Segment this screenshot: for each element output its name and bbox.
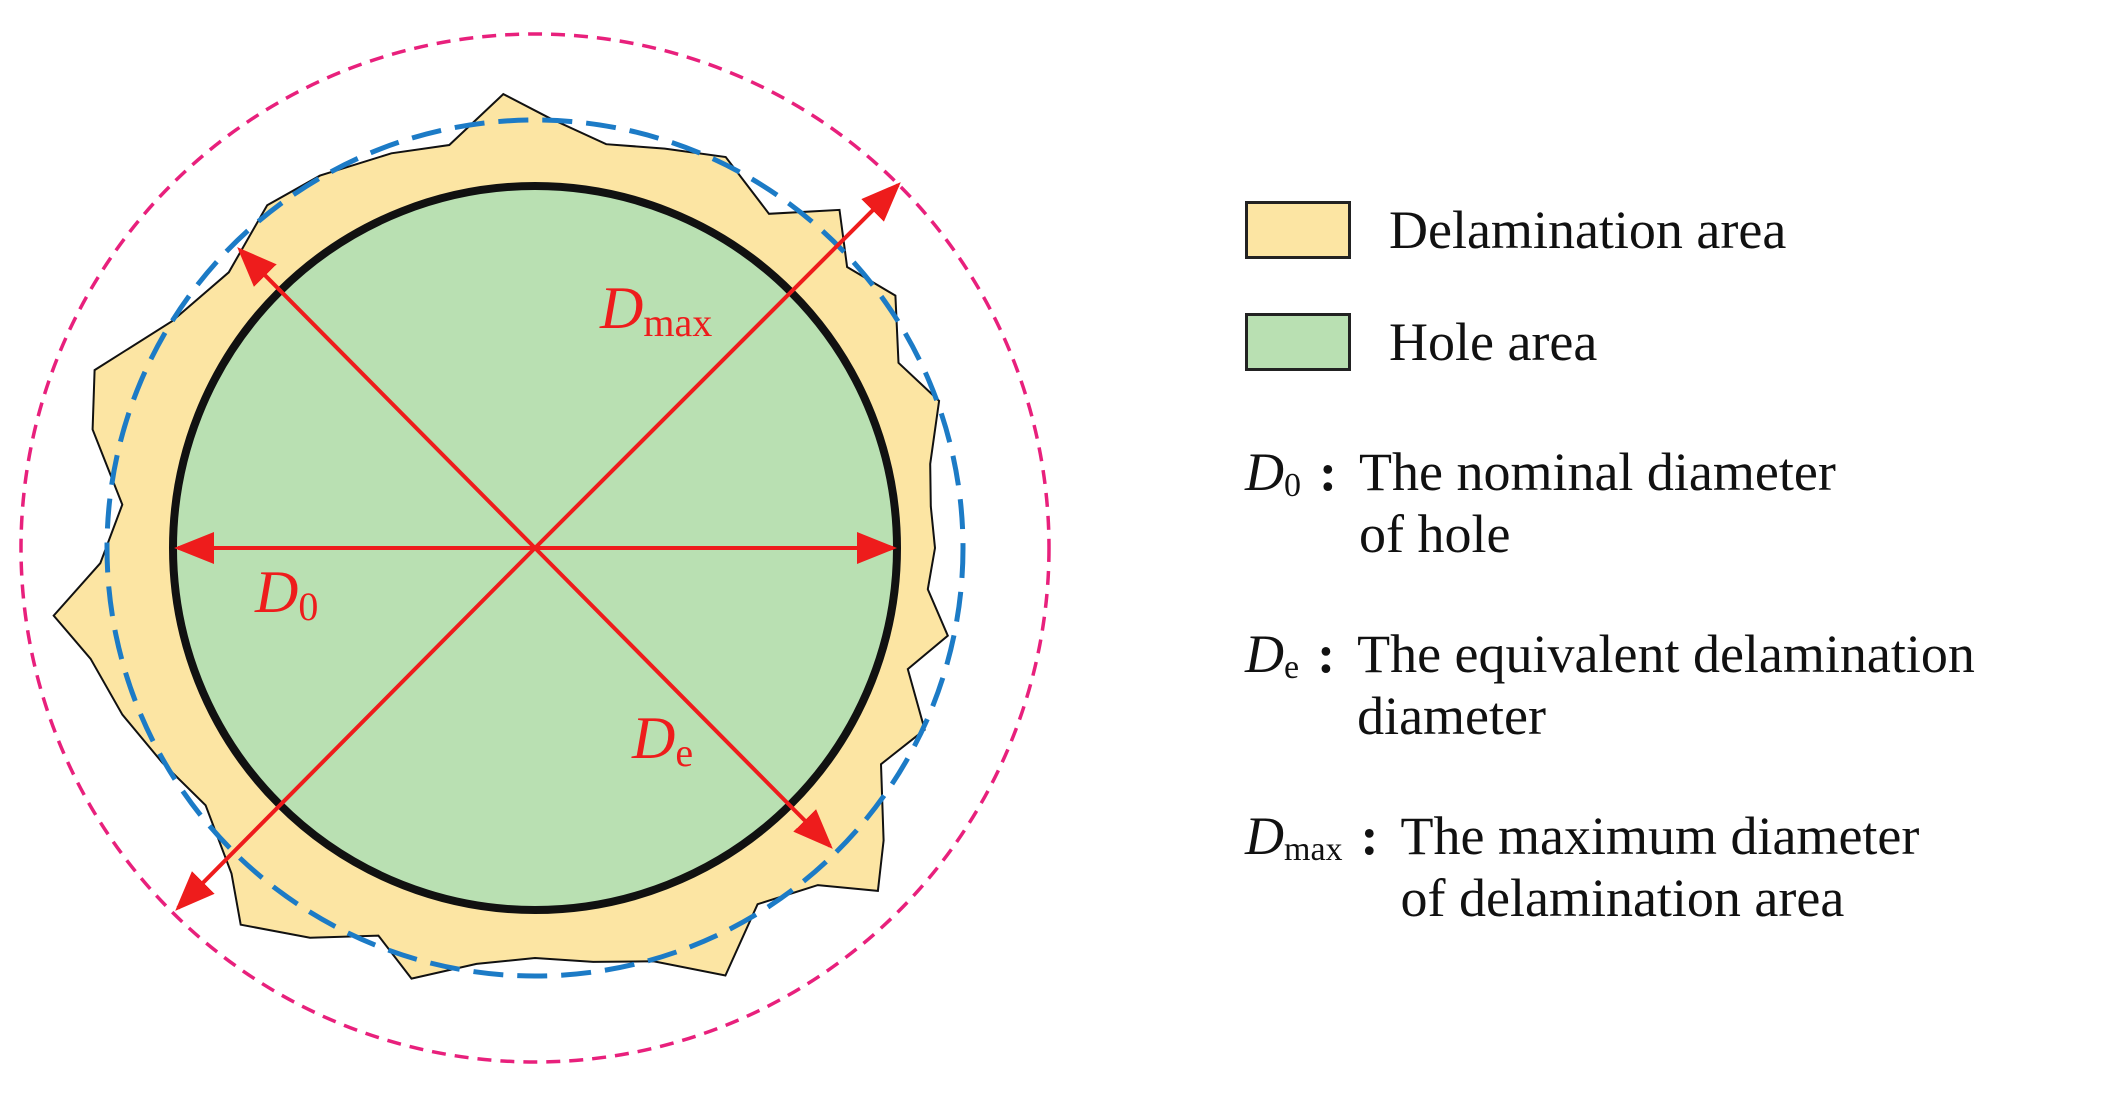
legend-label: Hole area — [1389, 312, 1598, 372]
delamination-swatch — [1245, 201, 1351, 259]
definition-colon: : — [1360, 806, 1379, 866]
dmax-label: Dmax — [599, 275, 712, 345]
d0-label: D0 — [254, 559, 318, 629]
definition-symbol: De — [1245, 624, 1300, 686]
legend-item-hole: Hole area — [1245, 311, 1597, 373]
legend-label: Delamination area — [1389, 200, 1787, 260]
dmax-diameter-arrow — [533, 182, 901, 550]
delamination-diagram: D0 De Dmax — [19, 32, 1051, 1064]
definition-symbol: D0 — [1245, 442, 1301, 504]
dmax-diameter-arrow — [175, 546, 537, 911]
definition-symbol: Dmax — [1245, 806, 1343, 868]
legend-item-delamination: Delamination area — [1245, 199, 1786, 261]
de-diameter-arrow — [533, 546, 833, 849]
de-label: De — [631, 705, 693, 775]
de-diameter-arrow — [237, 247, 537, 550]
definition-colon: : — [1317, 624, 1336, 684]
definition-colon: : — [1319, 442, 1337, 502]
hole-swatch — [1245, 313, 1351, 371]
equivalent-delamination-circle — [104, 117, 966, 979]
max-delamination-circle — [19, 32, 1051, 1064]
